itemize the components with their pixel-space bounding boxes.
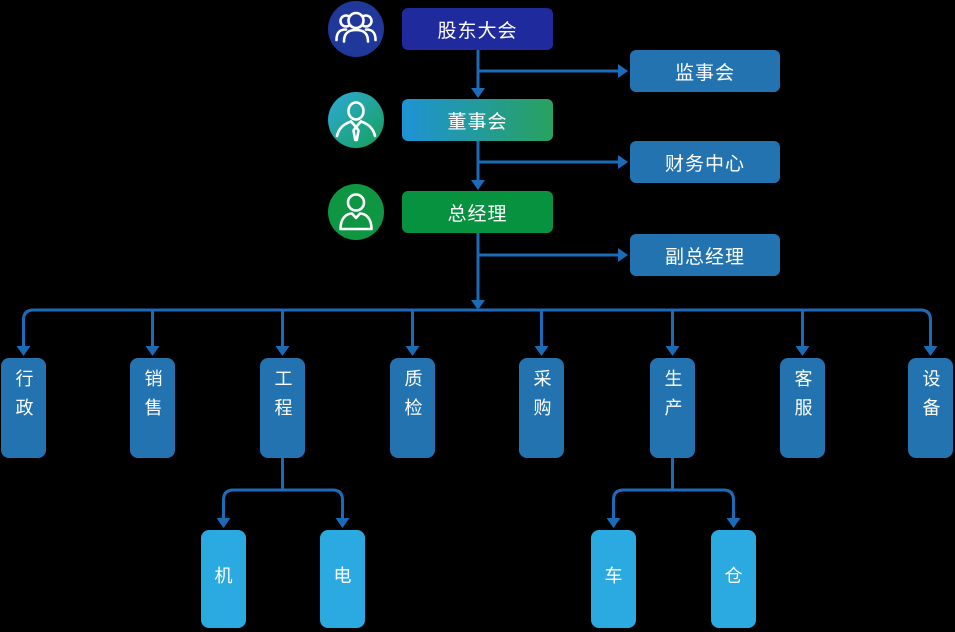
department-node: 客服	[780, 358, 825, 458]
department-node: 质检	[390, 358, 435, 458]
department-label: 设备	[920, 369, 941, 427]
node-label: 财务中心	[664, 153, 745, 175]
node-label: 总经理	[447, 203, 508, 225]
node-label: 副总经理	[664, 246, 745, 268]
sub-department-node: 仓	[711, 530, 756, 628]
department-label: 客服	[792, 369, 813, 427]
department-label: 工程	[272, 369, 293, 427]
node-board: 董事会	[402, 99, 553, 141]
sub-department-label: 车	[604, 566, 623, 586]
node-label: 监事会	[674, 62, 735, 84]
sub-department-node: 机	[201, 530, 246, 628]
sub-department-label: 电	[333, 566, 352, 586]
person-icon	[328, 184, 384, 240]
node-shareholders: 股东大会	[402, 8, 553, 50]
department-node: 设备	[908, 358, 953, 458]
department-label: 行政	[13, 369, 34, 427]
node-general-manager: 总经理	[402, 191, 553, 233]
node-label: 董事会	[447, 111, 508, 133]
department-node: 销售	[130, 358, 175, 458]
sub-department-label: 机	[214, 566, 233, 586]
department-label: 生产	[662, 369, 683, 427]
people-group-icon	[328, 1, 384, 57]
sub-department-label: 仓	[724, 566, 743, 586]
department-label: 质检	[402, 369, 423, 427]
sub-department-node: 电	[320, 530, 365, 628]
node-supervisory-board: 监事会	[630, 50, 780, 92]
department-node: 生产	[650, 358, 695, 458]
department-node: 工程	[260, 358, 305, 458]
node-finance-center: 财务中心	[630, 141, 780, 183]
node-label: 股东大会	[437, 20, 518, 42]
department-node: 采购	[519, 358, 564, 458]
department-label: 销售	[142, 369, 163, 427]
department-node: 行政	[1, 358, 46, 458]
department-label: 采购	[531, 369, 552, 427]
businessman-tie-icon	[328, 92, 384, 148]
sub-department-node: 车	[591, 530, 636, 628]
node-deputy-general-manager: 副总经理	[630, 234, 780, 276]
